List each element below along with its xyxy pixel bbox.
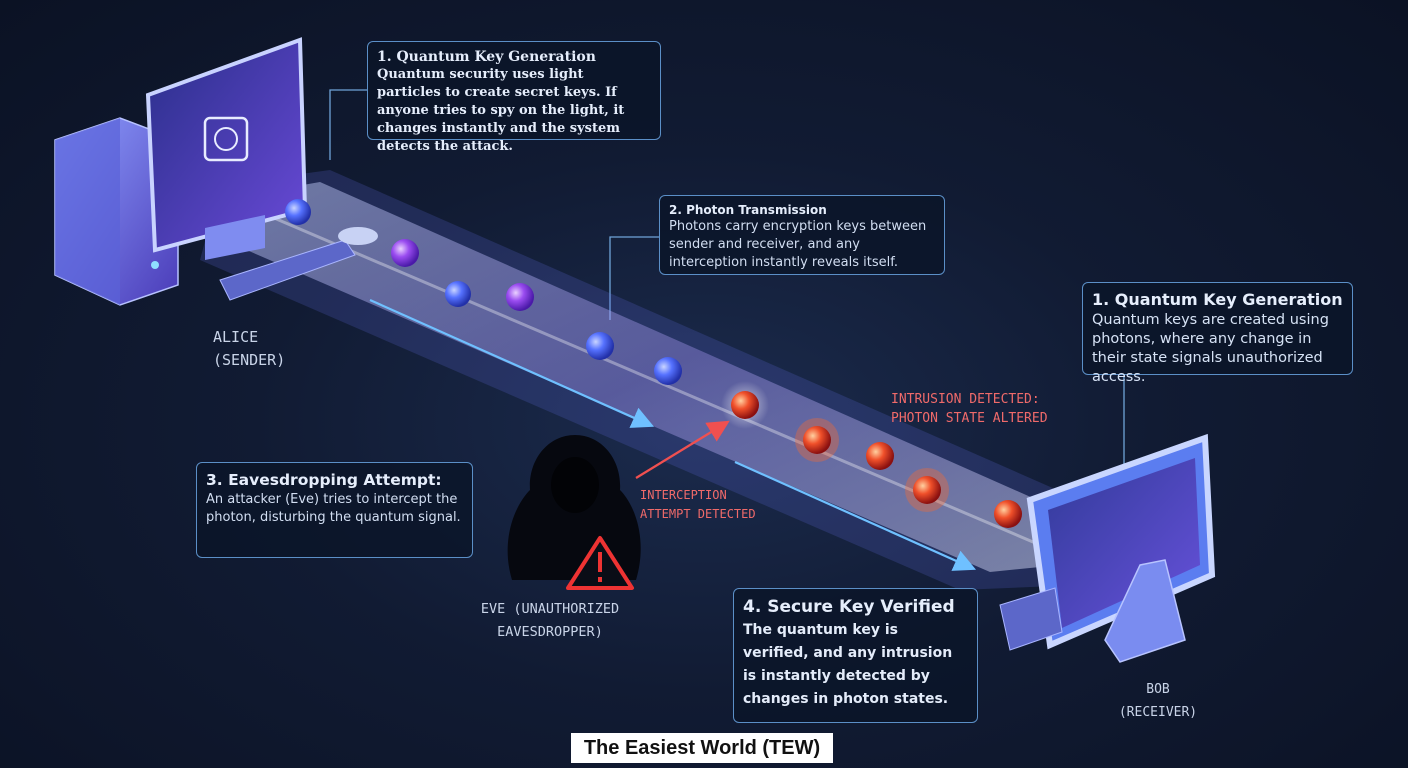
interception-alert-line-2: ATTEMPT DETECTED bbox=[640, 507, 756, 521]
hooded-figure-icon bbox=[507, 435, 641, 580]
eve-name: EVE (UNAUTHORIZED bbox=[480, 601, 620, 617]
callout-title: 1. Quantum Key Generation bbox=[1092, 290, 1343, 309]
photons bbox=[285, 199, 1022, 528]
intrusion-alert-line-2: PHOTON STATE ALTERED bbox=[891, 411, 1048, 426]
connector-lines bbox=[329, 89, 1125, 480]
callout-eavesdropping: 3. Eavesdropping Attempt: An attacker (E… bbox=[196, 462, 473, 558]
alice-role: (SENDER) bbox=[213, 351, 286, 369]
photon-2 bbox=[391, 239, 419, 267]
callout-photon-transmission: 2. Photon Transmission Photons carry enc… bbox=[659, 195, 945, 275]
intrusion-alert-line-1: INTRUSION DETECTED: bbox=[891, 392, 1040, 407]
photon-4 bbox=[506, 283, 534, 311]
warning-triangle-icon bbox=[566, 536, 634, 590]
photon-disturbed bbox=[731, 391, 759, 419]
photon-beam bbox=[200, 170, 1080, 590]
callout-alice-key-generation: 1. Quantum Key Generation Quantum securi… bbox=[367, 41, 661, 154]
callout-title: 1. Quantum Key Generation bbox=[377, 49, 596, 65]
bob-computer bbox=[999, 433, 1216, 663]
interception-alert-line-1: INTERCEPTION bbox=[640, 488, 727, 502]
callout-text: The quantum key is verified, and any int… bbox=[743, 622, 953, 707]
bob-role: (RECEIVER) bbox=[1118, 705, 1198, 720]
photon-altered-2 bbox=[866, 442, 894, 470]
alice-name: ALICE bbox=[213, 328, 259, 346]
alice-computer bbox=[54, 37, 378, 306]
eve-label: EVE (UNAUTHORIZED EAVESDROPPER) bbox=[465, 598, 635, 644]
photon-altered-4 bbox=[994, 500, 1022, 528]
callout-text: Quantum security uses light particles to… bbox=[377, 67, 625, 154]
brain-chip-icon bbox=[203, 116, 249, 162]
callout-verification: 4. Secure Key Verified The quantum key i… bbox=[733, 588, 978, 723]
photon-altered-3 bbox=[913, 476, 941, 504]
eve-role: EAVESDROPPER) bbox=[497, 624, 603, 640]
callout-text: An attacker (Eve) tries to intercept the… bbox=[206, 492, 461, 525]
intrusion-alert: INTRUSION DETECTED: PHOTON STATE ALTERED bbox=[891, 390, 1061, 428]
photon-altered-1 bbox=[803, 426, 831, 454]
callout-title: 3. Eavesdropping Attempt: bbox=[206, 471, 442, 489]
callout-text: Quantum keys are created using photons, … bbox=[1092, 312, 1329, 385]
photon-6 bbox=[654, 357, 682, 385]
photon-3 bbox=[445, 281, 471, 307]
callout-bob-key-generation: 1. Quantum Key Generation Quantum keys a… bbox=[1082, 282, 1353, 385]
bob-name: BOB bbox=[1146, 682, 1170, 697]
signal-arrows bbox=[369, 298, 977, 571]
bob-label: BOB (RECEIVER) bbox=[1108, 678, 1208, 724]
callout-title: 4. Secure Key Verified bbox=[743, 597, 955, 617]
callout-title: 2. Photon Transmission bbox=[669, 203, 827, 217]
photon-5 bbox=[586, 332, 614, 360]
alice-label: ALICE (SENDER) bbox=[213, 326, 293, 372]
brand-watermark: The Easiest World (TEW) bbox=[571, 733, 833, 763]
callout-text: Photons carry encryption keys between se… bbox=[669, 219, 927, 270]
interception-alert: INTERCEPTION ATTEMPT DETECTED bbox=[640, 486, 770, 524]
photon-1 bbox=[285, 199, 311, 225]
